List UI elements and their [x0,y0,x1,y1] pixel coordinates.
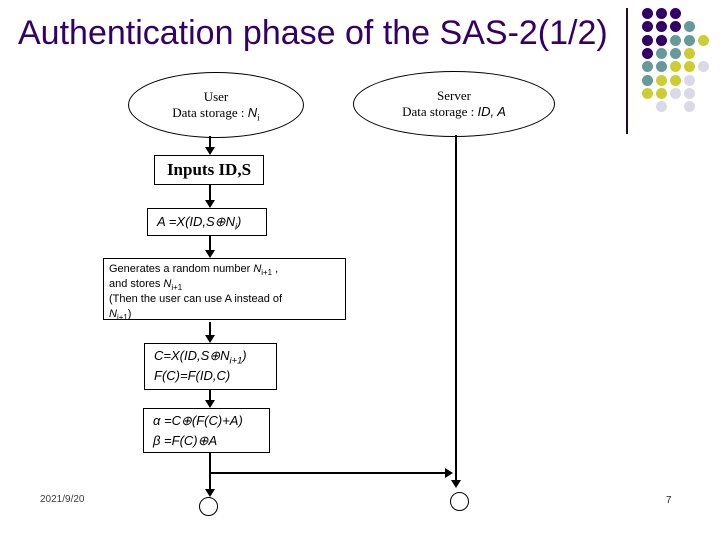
decor-dot [656,8,667,19]
arrow-down-4 [205,335,215,343]
decor-dot [684,87,695,99]
inputs-label: Inputs ID,S [166,160,252,179]
decor-dot [642,87,653,99]
arrow-down-3 [205,250,215,258]
flow-line-4 [209,322,211,335]
decor-dot [670,47,681,59]
decor-dot [684,47,695,59]
user-endpoint-circle [199,497,218,516]
decor-dot [670,74,681,86]
decor-dot [670,61,681,73]
decor-dot [642,74,653,86]
server-name: Server [437,88,471,103]
arrow-down-2 [205,200,215,208]
decor-dot [684,61,695,73]
decor-dot [656,101,667,113]
beta-line: β =F(C)⊕A [153,433,218,448]
decor-dot [656,34,667,46]
compute-c-line-2: F(C)=F(ID,C) [154,368,231,383]
decor-dot [670,87,681,99]
server-arrowhead [451,480,461,488]
generate-line-3: (Then the user can use A instead of [109,293,283,305]
message-arrowhead [445,468,453,478]
server-ellipse: Server Data storage : ID, A [353,71,555,137]
template-vertical-line [626,8,628,134]
user-ellipse: User Data storage : Ni [128,72,304,138]
decor-dot [642,61,653,73]
compute-c-line-1: C=X(ID,S⊕Ni+1) [154,348,247,366]
decor-dot [656,47,667,59]
decor-dot [684,21,695,33]
arrow-down-1 [205,147,215,155]
decor-dot [642,47,653,59]
decor-dot [656,87,667,99]
decor-dot [670,21,681,33]
alpha-beta-box: α =C⊕(F(C)+A) β =F(C)⊕A [143,408,270,453]
generate-box: Generates a random number Ni+1 , and sto… [103,258,346,323]
decor-dot [642,8,653,19]
server-lifeline [455,135,457,480]
decor-dot [684,34,695,46]
decor-dot [670,34,681,46]
decor-dot [698,61,709,73]
decor-dot [656,61,667,73]
decor-dot [642,21,653,33]
compute-a-box: A =X(ID,S⊕Ni) [147,208,267,236]
decor-dot [642,34,653,46]
generate-line-1: Generates a random number Ni+1 , [109,263,279,278]
user-name: User [203,89,229,104]
page-number: 7 [666,495,672,506]
decor-dot [684,101,695,113]
decor-dot [656,21,667,33]
generate-line-2: and stores Ni+1 [109,278,183,293]
generate-line-4: Ni+1) [109,308,132,323]
arrow-down-6 [205,489,215,497]
flow-line-3 [209,236,211,250]
compute-a-line: A =X(ID,S⊕Ni) [157,214,242,232]
compute-c-box: C=X(ID,S⊕Ni+1) F(C)=F(ID,C) [144,343,277,390]
arrow-down-5 [205,400,215,408]
flow-line-2 [209,185,211,200]
slide-title: Authentication phase of the SAS-2(1/2) [18,14,608,52]
decor-dot [656,74,667,86]
footer-date: 2021/9/20 [40,494,85,505]
flow-line-5 [209,390,211,400]
flow-line-6 [209,453,211,489]
flow-line-1 [209,136,211,148]
decor-dot [670,8,681,19]
server-endpoint-circle [450,492,469,511]
decor-dot [698,34,709,46]
inputs-box: Inputs ID,S [154,155,264,185]
alpha-line: α =C⊕(F(C)+A) [153,413,243,428]
decor-dot [684,74,695,86]
message-line [210,472,445,474]
server-storage: Data storage : ID, A [402,104,506,119]
user-storage: Data storage : Ni [172,105,260,124]
